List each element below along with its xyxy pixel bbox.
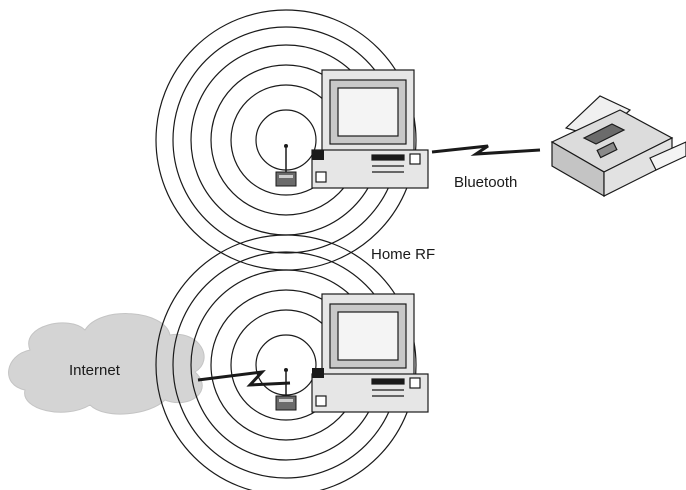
- internet-link: [197, 370, 291, 387]
- internet-cloud-icon: [8, 313, 205, 415]
- bottom-ring: [155, 234, 417, 490]
- internet-label: Internet: [69, 362, 121, 379]
- bottom-computer-icon: [311, 293, 429, 413]
- bluetooth-link: [431, 144, 541, 156]
- bluetooth-label: Bluetooth: [454, 174, 517, 191]
- fax-printer-icon: [550, 95, 686, 198]
- bottom-access-point-icon: [275, 368, 297, 411]
- top-computer-icon: [311, 69, 429, 189]
- top-access-point-icon: [275, 144, 297, 187]
- home-rf-label: Home RF: [371, 246, 435, 263]
